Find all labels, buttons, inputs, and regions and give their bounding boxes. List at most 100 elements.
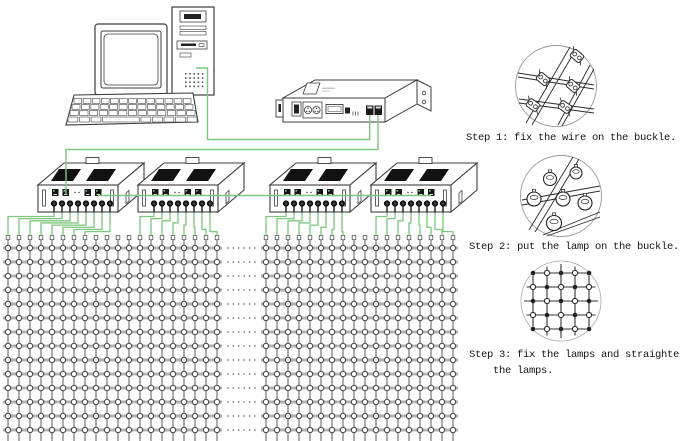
gap-dot	[248, 373, 251, 375]
lamp	[180, 342, 188, 350]
lamp	[125, 244, 133, 252]
vent-dot	[201, 81, 204, 83]
gap-dot	[237, 401, 240, 403]
lamp	[295, 412, 303, 420]
lamp	[136, 314, 144, 322]
lamp	[92, 272, 100, 280]
socket-pin	[315, 107, 318, 110]
lamp	[180, 286, 188, 294]
connector-stem	[426, 206, 428, 212]
lamp	[262, 370, 270, 378]
lamp	[92, 426, 100, 434]
keyboard-key	[67, 116, 79, 123]
lamp	[416, 300, 424, 308]
lamp	[125, 384, 133, 392]
port-led	[63, 190, 66, 192]
wire-terminal	[181, 235, 187, 241]
lamp	[147, 370, 155, 378]
keyboard-key	[157, 110, 167, 116]
buckle	[535, 69, 551, 89]
controller-box-2	[136, 157, 246, 214]
step3-mesh-detail	[524, 264, 598, 338]
lamp	[317, 370, 325, 378]
keyboard-key	[146, 98, 155, 104]
port-led	[295, 190, 298, 192]
side-slot	[357, 189, 362, 205]
vent-dot	[197, 81, 200, 83]
lamp	[92, 244, 100, 252]
signal-wires	[65, 67, 431, 197]
vent-dot	[193, 85, 195, 88]
lamp	[158, 272, 166, 280]
lamp	[427, 258, 435, 266]
keyboard-key	[90, 104, 100, 110]
power-socket	[312, 106, 321, 115]
gap-dot	[227, 303, 229, 305]
vent-dot	[197, 85, 200, 88]
lamp	[339, 370, 347, 378]
lamp	[317, 258, 325, 266]
wire-terminal	[192, 235, 198, 241]
lamp	[449, 412, 457, 420]
port-pins	[419, 194, 423, 195]
mounting-hole	[421, 90, 427, 96]
buckle-wing	[572, 46, 582, 66]
lamp	[213, 426, 221, 434]
lamp	[213, 258, 221, 266]
lamp	[350, 412, 358, 420]
lamp	[295, 244, 303, 252]
lamp	[284, 342, 292, 350]
gap-dot	[237, 275, 240, 277]
lamp	[169, 258, 177, 266]
lamp	[125, 398, 133, 406]
power-inlet-slot	[294, 104, 299, 114]
lamp	[449, 356, 457, 364]
keyboard-key	[82, 98, 92, 104]
connector-stem	[317, 206, 319, 212]
lamp	[180, 398, 188, 406]
lamp	[339, 272, 347, 280]
lamp	[147, 258, 155, 266]
lamp	[405, 258, 413, 266]
lamp	[147, 244, 155, 252]
lamp	[213, 384, 221, 392]
lamp	[273, 314, 281, 322]
lamp	[317, 412, 325, 420]
ethernet-port-pins	[375, 106, 381, 109]
port-pins	[186, 194, 190, 195]
lamp	[103, 314, 111, 322]
lamp	[81, 342, 89, 350]
lamp	[125, 300, 133, 308]
lamp	[48, 272, 56, 280]
lamp	[427, 412, 435, 420]
power-controller-boxes	[36, 157, 479, 214]
keyboard-key	[147, 104, 156, 110]
mesh-lamp	[543, 269, 551, 277]
connector-center	[100, 202, 104, 205]
lamp	[405, 328, 413, 336]
lamp	[361, 370, 369, 378]
lamp	[202, 314, 210, 322]
lamp	[26, 384, 34, 392]
lamp	[26, 272, 34, 280]
wire-terminal	[450, 235, 456, 241]
gap-dot	[237, 261, 240, 263]
lamp	[350, 272, 358, 280]
lamp	[180, 244, 188, 252]
vent	[384, 169, 414, 181]
lamp-wire	[84, 211, 111, 236]
bracket-slot	[278, 104, 281, 112]
lamp	[317, 356, 325, 364]
lamp	[147, 328, 155, 336]
port-led	[328, 190, 330, 192]
wire-fan	[265, 211, 344, 236]
gap-dot	[227, 387, 229, 389]
lamp	[405, 272, 413, 280]
lamp	[202, 258, 210, 266]
lamp	[26, 426, 34, 434]
side-slot	[225, 189, 230, 205]
mesh-node	[572, 284, 578, 290]
lamp	[394, 370, 402, 378]
lamp	[92, 328, 100, 336]
wire-terminal	[71, 235, 77, 241]
